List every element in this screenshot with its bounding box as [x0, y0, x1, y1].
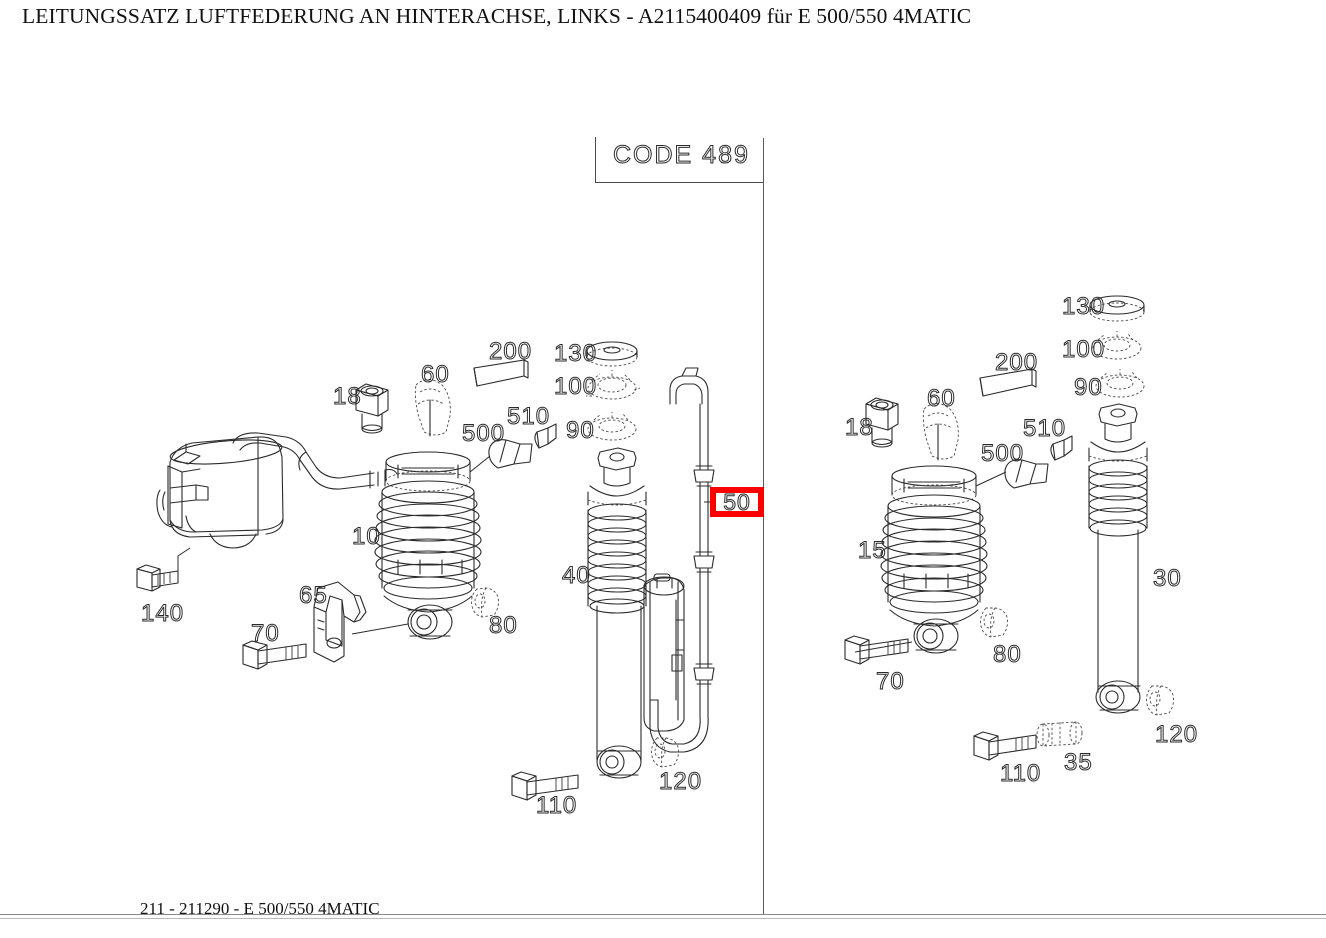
part-callout-60[interactable]: 60 [927, 385, 956, 413]
part-callout-15[interactable]: 15 [858, 537, 887, 565]
part-callout-110[interactable]: 110 [999, 760, 1042, 788]
part-callout-500[interactable]: 500 [980, 440, 1025, 468]
bolt-140 [136, 564, 179, 592]
part-callout-80[interactable]: 80 [993, 641, 1022, 669]
shock-absorber-30 [1088, 403, 1148, 714]
nut-120-right [1146, 685, 1174, 716]
highlighted-part-number: 50 [723, 489, 751, 516]
washer-90-left [587, 412, 637, 441]
part-callout-130[interactable]: 130 [1061, 293, 1106, 321]
part-callout-60[interactable]: 60 [421, 361, 450, 389]
part-callout-510[interactable]: 510 [506, 403, 551, 431]
part-callout-510[interactable]: 510 [1022, 415, 1067, 443]
part-callout-100[interactable]: 100 [1061, 336, 1106, 364]
nut-80-right [980, 607, 1008, 638]
code-box-label: CODE 489 [613, 141, 750, 170]
shock-absorber-40 [587, 447, 647, 779]
part-callout-18[interactable]: 18 [845, 414, 874, 442]
footer-rule [0, 914, 1326, 915]
part-callout-120[interactable]: 120 [1154, 721, 1199, 749]
part-callout-70[interactable]: 70 [876, 668, 905, 696]
air-line-50 [649, 367, 715, 753]
footer-rule-secondary [0, 918, 1326, 919]
highlighted-part-box[interactable] [710, 487, 764, 517]
vertical-divider [763, 138, 764, 915]
part-callout-110[interactable]: 110 [535, 792, 578, 820]
part-callout-18[interactable]: 18 [333, 383, 362, 411]
tank-bracket [156, 443, 209, 533]
part-callout-90[interactable]: 90 [1074, 374, 1103, 402]
air-spring-left [374, 451, 482, 640]
part-callout-500[interactable]: 500 [461, 420, 506, 448]
leader-lines [177, 414, 1007, 653]
accumulator-tank [169, 436, 284, 549]
part-callout-120[interactable]: 120 [658, 768, 703, 796]
part-callout-80[interactable]: 80 [489, 612, 518, 640]
air-line-left [232, 432, 398, 490]
part-callout-35[interactable]: 35 [1064, 749, 1093, 777]
part-callout-65[interactable]: 65 [299, 582, 328, 610]
part-callout-10[interactable]: 10 [352, 523, 381, 551]
part-callout-30[interactable]: 30 [1153, 565, 1182, 593]
part-callout-40[interactable]: 40 [562, 562, 591, 590]
shock-reservoir [643, 573, 685, 732]
washer-90-right [1095, 369, 1145, 398]
part-callout-70[interactable]: 70 [251, 620, 280, 648]
part-callout-130[interactable]: 130 [553, 340, 598, 368]
page-title: LEITUNGSSATZ LUFTFEDERUNG AN HINTERACHSE… [22, 4, 972, 28]
code-box: CODE 489 [595, 137, 764, 183]
sleeve-35 [1036, 721, 1083, 747]
part-callout-200[interactable]: 200 [994, 349, 1039, 377]
part-callout-90[interactable]: 90 [566, 417, 595, 445]
part-callout-200[interactable]: 200 [488, 338, 533, 366]
nut-120-center [651, 737, 679, 768]
footer-text: 211 - 211290 - E 500/550 4MATIC [140, 899, 380, 918]
bolt-110-right [973, 731, 1037, 761]
part-callout-140[interactable]: 140 [140, 600, 185, 628]
part-callout-100[interactable]: 100 [553, 373, 598, 401]
air-spring-right [880, 465, 988, 654]
bolt-70-right [844, 635, 909, 665]
